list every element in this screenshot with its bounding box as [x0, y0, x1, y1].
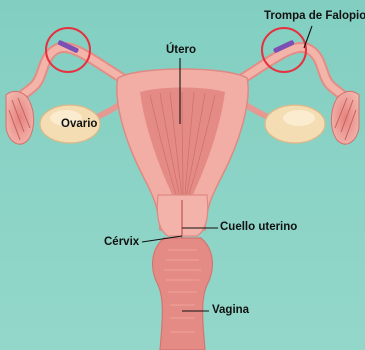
label-ovary: Ovario [61, 119, 97, 131]
vagina [153, 238, 213, 350]
label-uterus: Útero [166, 45, 196, 57]
label-vagina: Vagina [212, 305, 249, 317]
label-fallopian-tube: Trompa de Falopio [264, 11, 365, 23]
label-cervix-right: Cuello uterino [220, 222, 297, 234]
label-cervix-left: Cérvix [104, 237, 139, 249]
ovary-right-highlight [283, 110, 315, 126]
